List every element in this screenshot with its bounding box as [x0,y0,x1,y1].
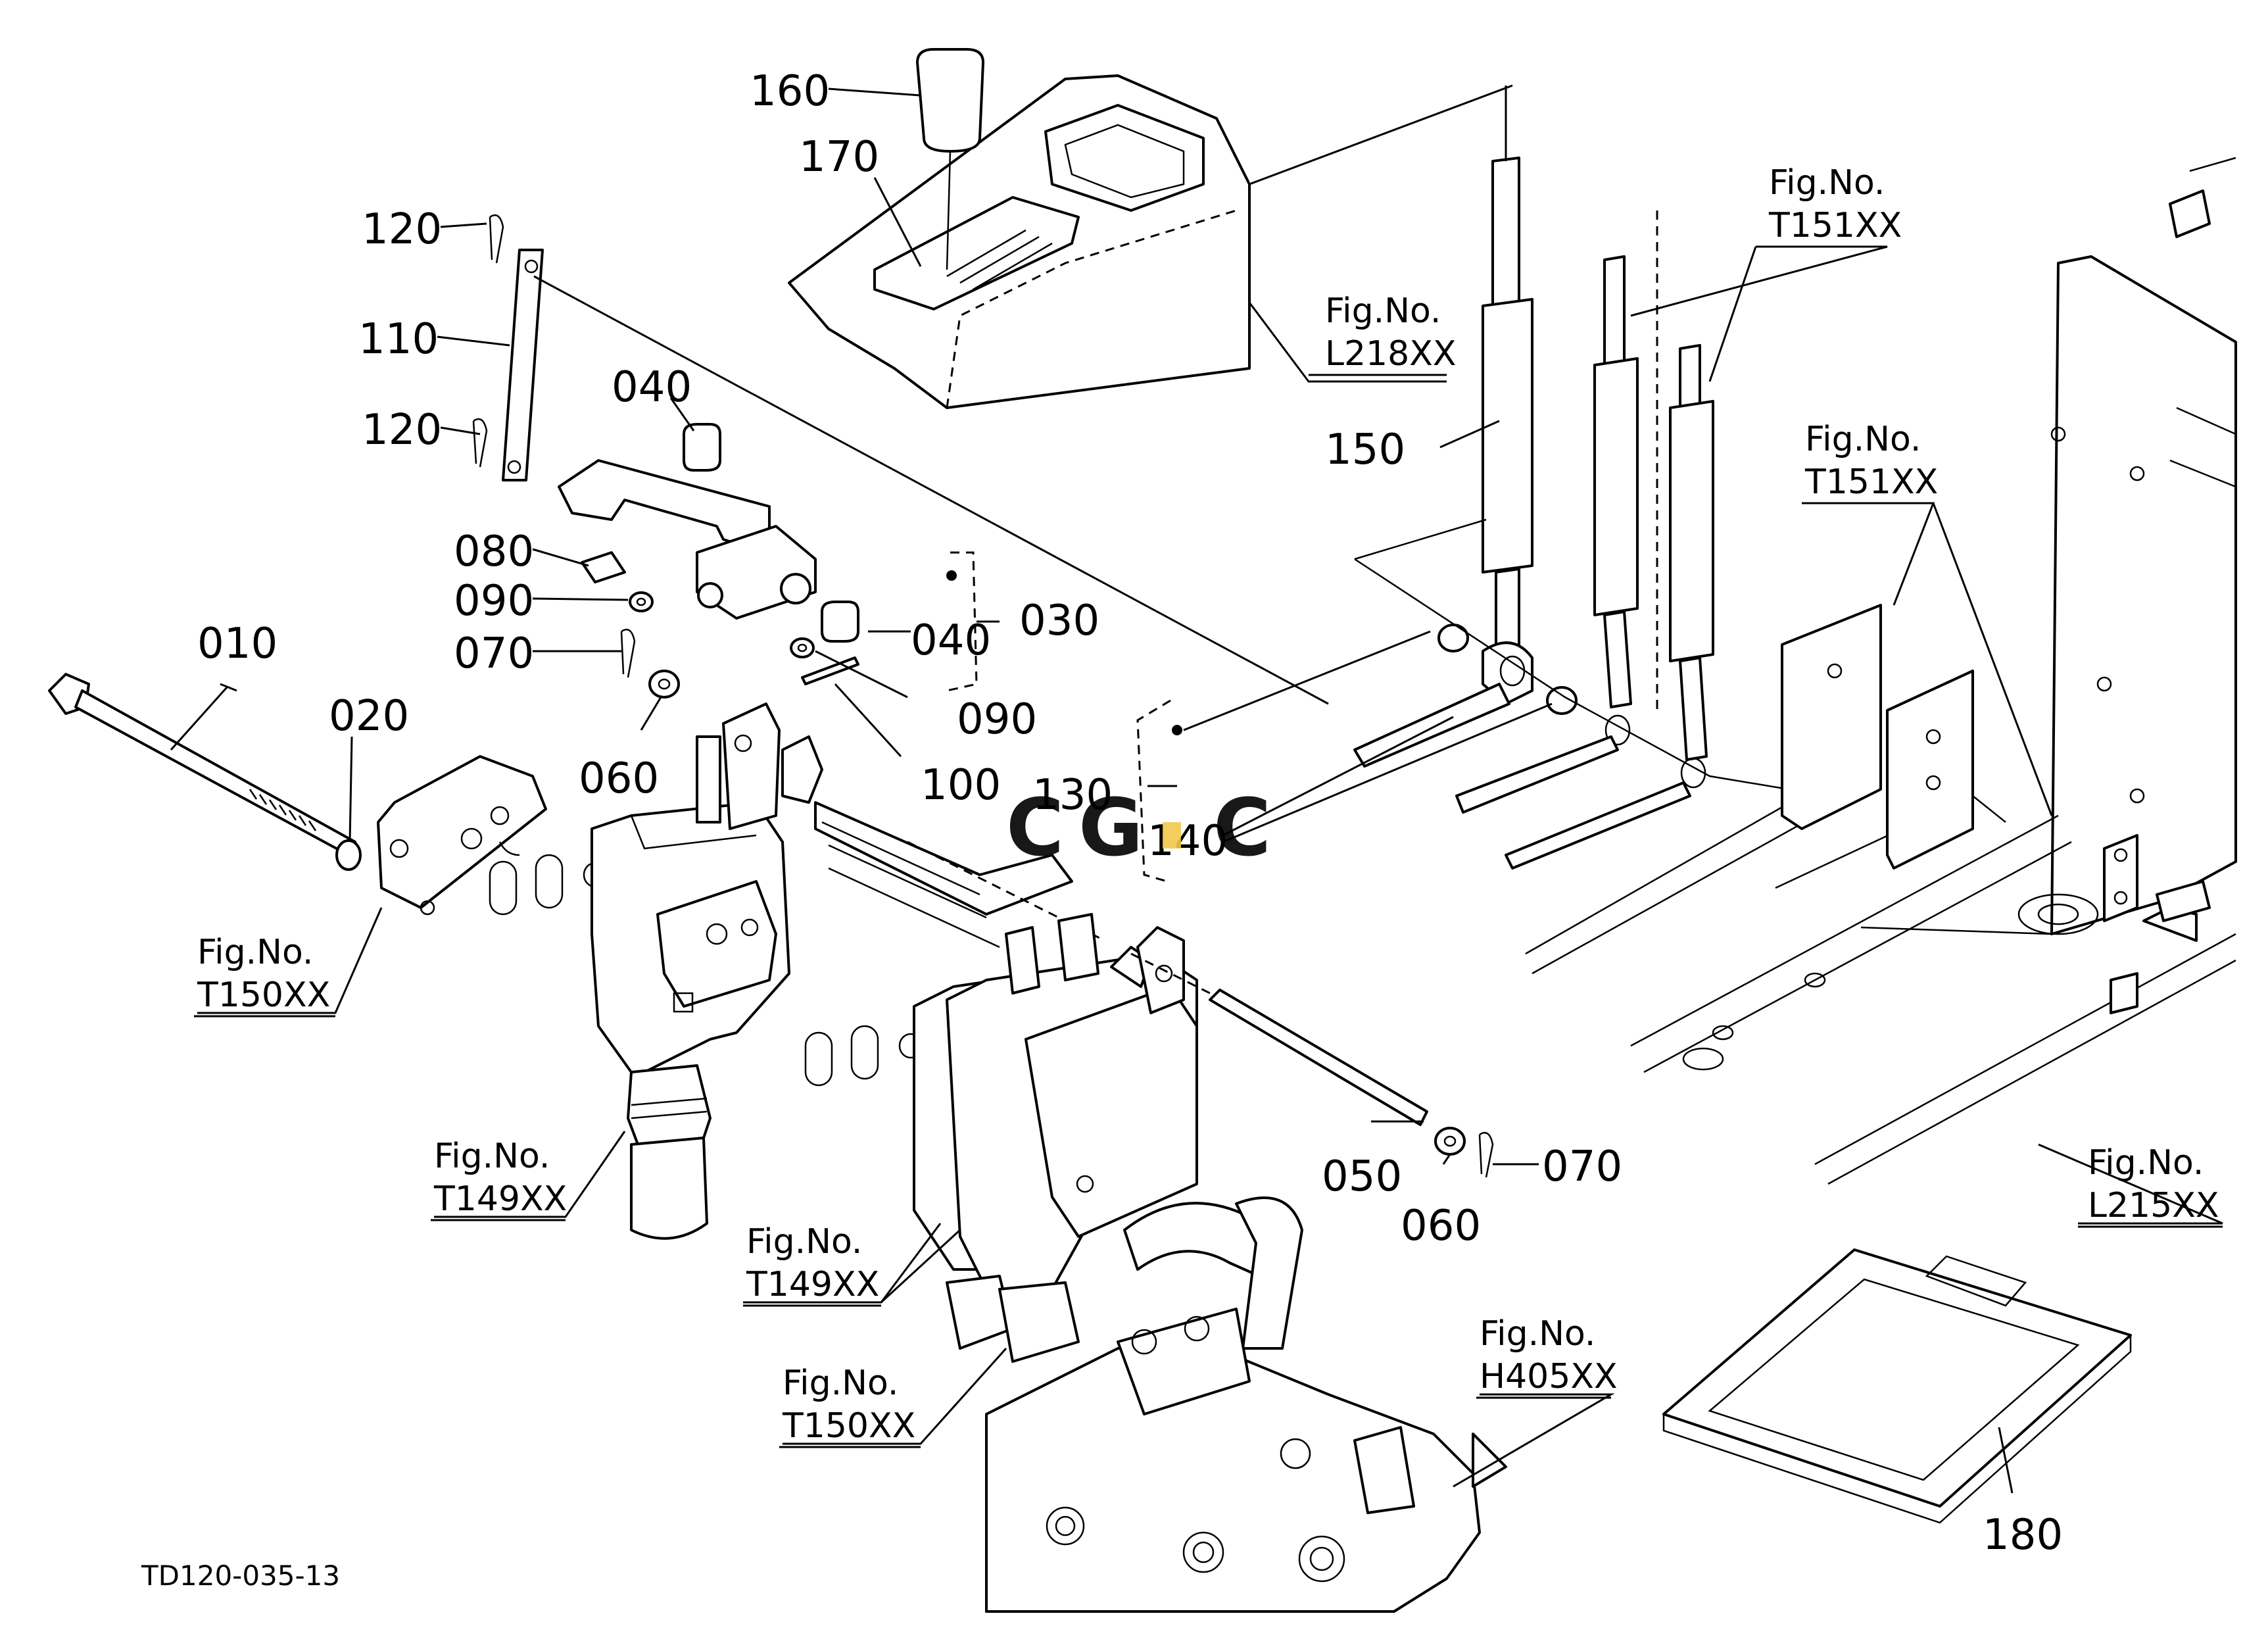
figref-h405: Fig.No. H405XX [1480,1314,1618,1396]
washer-060-right [1434,1127,1466,1156]
drawing-reference: TD120-035-13 [141,1560,340,1592]
link-140 [1353,624,1691,870]
fitting-left [627,1064,712,1240]
pump-housing [985,1308,1507,1613]
bracket-plates [1781,604,2211,922]
clip-070-left [620,628,636,678]
lever-right [1669,344,1714,789]
valve-body-left [591,702,823,1073]
clip-120-bottom [472,418,488,468]
callout-060-left: 060 [579,754,659,803]
figref-code: T150XX [197,975,330,1015]
watermark-h-block [1163,822,1181,848]
figref-code: L215XX [2088,1186,2219,1225]
callout-130: 130 [1032,771,1113,820]
console-cover [788,74,1513,409]
figref-l215: Fig.No. L215XX [2088,1143,2219,1225]
spool-rods [814,801,1105,948]
pin-080 [581,551,626,583]
callout-170: 170 [799,133,879,182]
dot-130 [1172,725,1182,735]
figref-label: Fig.No. [1480,1314,1595,1354]
manual-180 [1662,1248,2132,1524]
watermark-c1: C [1006,783,1064,874]
link-assembly-030 [558,423,859,643]
figref-t151-top: Fig.No. T151XX [1768,163,1902,245]
figref-t151-mid: Fig.No. T151XX [1804,420,1938,502]
callout-070-right: 070 [1542,1143,1622,1191]
lever-150 [1482,86,1533,705]
figref-label: Fig.No. [1325,291,1441,331]
rod-110 [502,249,544,481]
callout-010: 010 [197,620,277,668]
figref-code: T151XX [1768,206,1902,245]
figref-l218: Fig.No. L218XX [1325,291,1456,374]
figref-label: Fig.No. [1769,163,1885,203]
callout-160: 160 [750,67,830,116]
clip-070-right [1478,1131,1494,1178]
figref-t150-left: Fig.No. T150XX [197,933,330,1015]
fitting-right [946,1275,1080,1363]
callout-040-top: 040 [612,363,692,412]
figref-label: Fig.No. [2088,1143,2204,1183]
figref-code: T151XX [1804,462,1938,502]
figref-t149-mid: Fig.No. T149XX [746,1222,879,1304]
end-plate [377,755,547,916]
watermark-c2: C [1213,783,1271,874]
figref-code: T149XX [746,1265,879,1304]
callout-140: 140 [1147,817,1228,866]
callout-030: 030 [1019,597,1099,645]
base-platform [1354,210,1829,975]
knob-160 [916,48,984,270]
rod-050 [1130,952,1428,1126]
watermark-logo: C G C [1006,783,1271,874]
figref-code: H405XX [1480,1357,1618,1396]
bolt-010 [48,673,356,856]
figref-label: Fig.No. [1805,420,1921,459]
pin-100 [801,656,859,685]
callout-050: 050 [1322,1152,1402,1201]
callout-180: 180 [1983,1511,2063,1560]
callout-120-top: 120 [362,205,442,254]
figref-code: L218XX [1325,334,1456,374]
figref-code: T150XX [782,1406,915,1446]
o-rings-mid [804,1025,923,1087]
callout-070-left: 070 [454,629,534,678]
figref-label: Fig.No. [197,933,313,972]
callout-080: 080 [454,528,534,576]
washer-060-left [648,670,680,699]
watermark-g: G [1078,783,1144,874]
callout-090-right: 090 [957,695,1037,744]
callout-100: 100 [921,761,1001,810]
clip-120-top [489,214,504,264]
dot-030 [946,570,957,581]
lever-middle [1593,255,1639,746]
callout-150: 150 [1325,426,1405,474]
washer-090b [790,637,815,658]
hoses [1123,1196,1303,1350]
valve-body-right [913,913,1198,1291]
figref-label: Fig.No. [434,1137,550,1176]
o-rings-left [489,854,608,916]
callout-060-right: 060 [1401,1202,1481,1250]
callout-110: 110 [358,315,439,364]
figref-underlines [194,245,2223,1448]
callout-020: 020 [329,692,409,741]
figref-t149-left: Fig.No. T149XX [433,1137,567,1219]
bracket-130 [1136,699,1171,883]
figref-label: Fig.No. [783,1364,898,1403]
right-frame [1630,157,2237,1185]
callout-090-left: 090 [454,577,534,626]
figref-label: Fig.No. [746,1222,862,1262]
callout-120-bottom: 120 [362,406,442,455]
washer-020 [335,839,362,871]
callout-040-mid: 040 [911,616,991,665]
figref-t150-mid: Fig.No. T150XX [782,1364,915,1446]
figref-code: T149XX [433,1179,567,1219]
washer-090a [629,591,654,612]
